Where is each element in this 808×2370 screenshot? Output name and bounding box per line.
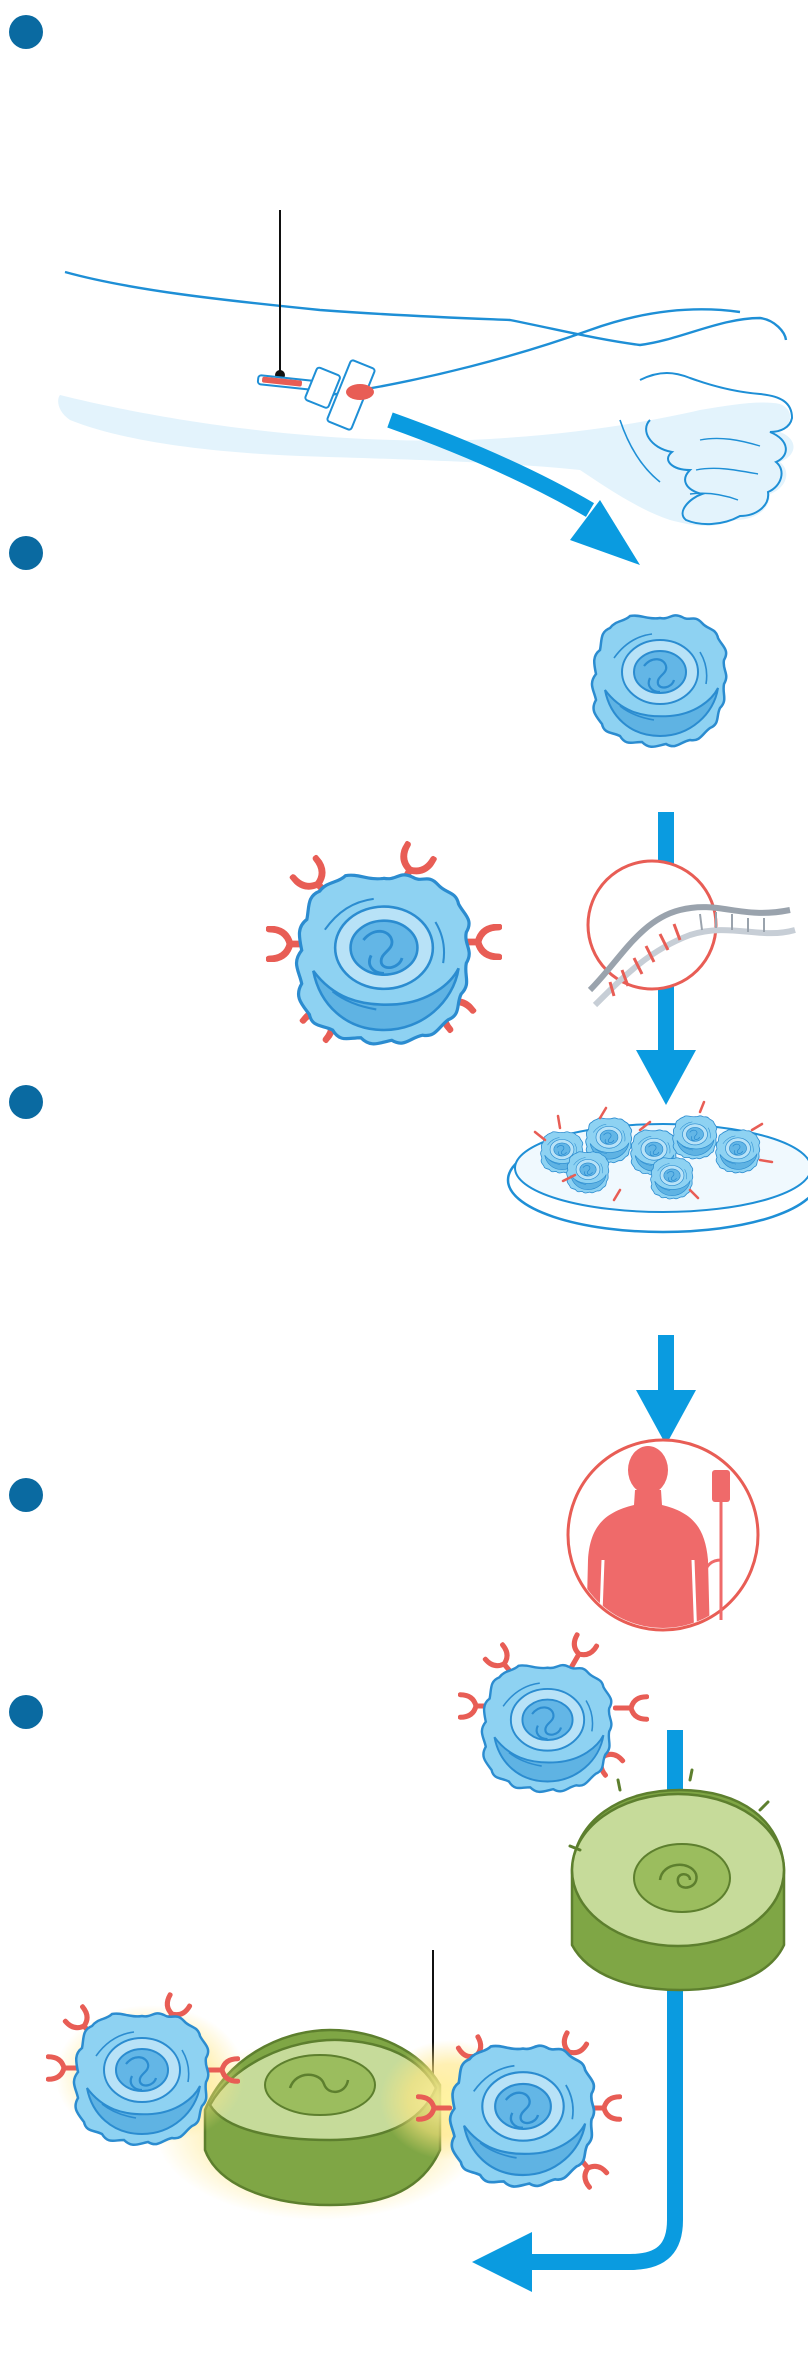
step-1-marker (9, 15, 43, 49)
car-t-cell-approaching-icon (460, 1635, 647, 1794)
arm-outline-icon (58, 270, 794, 526)
patient-infusion-icon (566, 1438, 760, 1632)
car-t-cell-left-attacking-icon (48, 1995, 245, 2147)
petri-dish-icon (506, 1100, 808, 1234)
car-t-cell-icon (269, 844, 499, 1046)
step-3-marker (9, 1085, 43, 1119)
step-4-marker (9, 1478, 43, 1512)
step-2-marker (9, 536, 43, 570)
step-markers (9, 15, 43, 1729)
syringe-icon (256, 210, 376, 431)
flow-arrows (387, 412, 696, 2292)
dna-helix-icon (586, 859, 796, 1008)
step-5-marker (9, 1695, 43, 1729)
car-t-cell-right-attacking-icon (380, 2033, 620, 2188)
t-cell-icon (590, 614, 728, 749)
tumor-cell-icon (568, 1768, 786, 1992)
